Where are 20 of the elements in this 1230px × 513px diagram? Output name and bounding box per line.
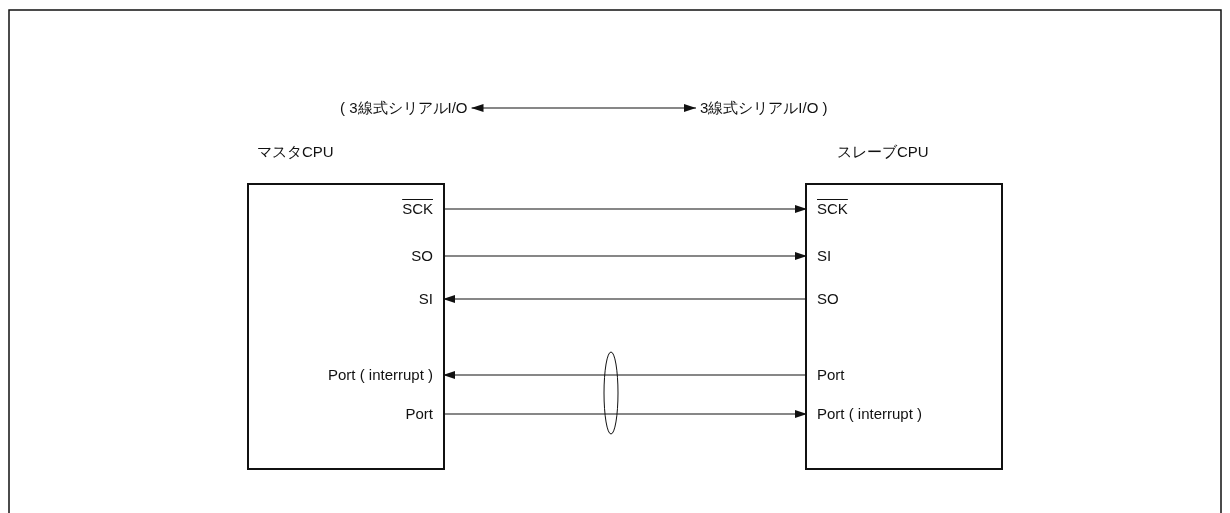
block-title: マスタCPU	[257, 143, 334, 162]
pin-label: SCK	[817, 200, 848, 217]
pin-label: Port	[405, 405, 433, 422]
signal-arrow	[442, 205, 808, 213]
signal-arrow	[442, 295, 808, 303]
interface-label: 3線式シリアルI/O )	[700, 99, 828, 116]
signal-arrow	[442, 410, 808, 418]
pin-label: SO	[411, 247, 433, 264]
pin-label: SCK	[402, 200, 433, 217]
pin-label: Port	[817, 366, 845, 383]
signal-arrow	[442, 371, 808, 379]
block-title: スレーブCPU	[837, 143, 929, 162]
signal-arrow	[470, 104, 697, 112]
pin-label: SI	[817, 247, 832, 264]
pin-label: SI	[418, 290, 433, 307]
pin-label: Port ( interrupt )	[327, 366, 433, 383]
pin-label: SO	[817, 290, 839, 307]
interface-label: ( 3線式シリアルI/O	[340, 99, 468, 116]
signal-arrow	[442, 252, 808, 260]
pin-label: Port ( interrupt )	[817, 405, 923, 422]
